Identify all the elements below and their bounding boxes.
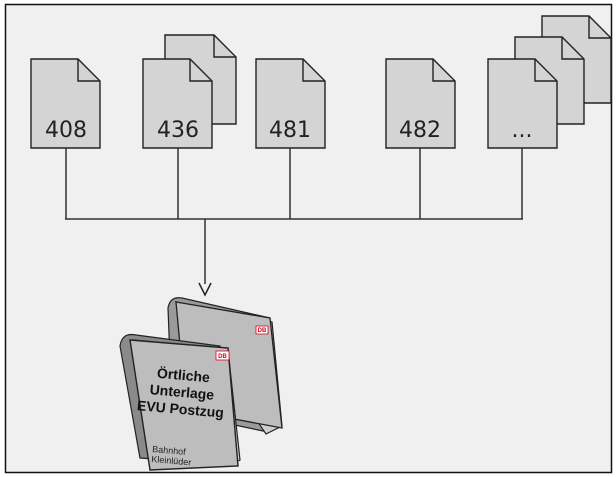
- page-fold: [561, 37, 584, 60]
- binder-station-line-1: Bahnhof: [152, 444, 187, 457]
- document-408: 408: [30, 58, 101, 149]
- binder-title-line-3: EVU Postzug: [136, 397, 224, 421]
- page-fold: [189, 59, 212, 82]
- page-fold: [588, 16, 611, 39]
- document-label: 408: [45, 118, 87, 143]
- document-more: ...: [487, 15, 612, 149]
- page-fold: [302, 59, 325, 82]
- db-logo-back-text: DB: [258, 328, 267, 334]
- document-436: 436: [142, 34, 237, 149]
- binder-station-line-2: Kleinlüder: [151, 454, 192, 467]
- document-label: 481: [269, 118, 311, 143]
- binder-title-line-1: Örtliche: [156, 365, 210, 386]
- binder-front-cover: [129, 339, 239, 471]
- binder-front: DB Örtliche Unterlage EVU Postzug Bahnho…: [119, 333, 241, 471]
- page-fold: [534, 59, 557, 82]
- db-logo-back: [255, 325, 269, 335]
- db-logo: [215, 350, 230, 361]
- page-fold: [213, 35, 236, 58]
- connector-lines: [65, 148, 523, 284]
- binder-title-line-2: Unterlage: [149, 381, 215, 403]
- page-fold: [432, 59, 455, 82]
- document-label: 482: [399, 118, 441, 143]
- page-fold: [77, 59, 100, 82]
- binder-title: Örtliche Unterlage EVU Postzug: [136, 365, 224, 421]
- document-482: 482: [385, 58, 456, 149]
- db-logo-text: DB: [218, 354, 227, 360]
- binder-station: Bahnhof Kleinlüder: [151, 444, 192, 467]
- arrow-down-icon: [198, 282, 212, 297]
- document-481: 481: [255, 58, 326, 149]
- document-label: 436: [157, 118, 199, 143]
- document-label: ...: [512, 118, 533, 143]
